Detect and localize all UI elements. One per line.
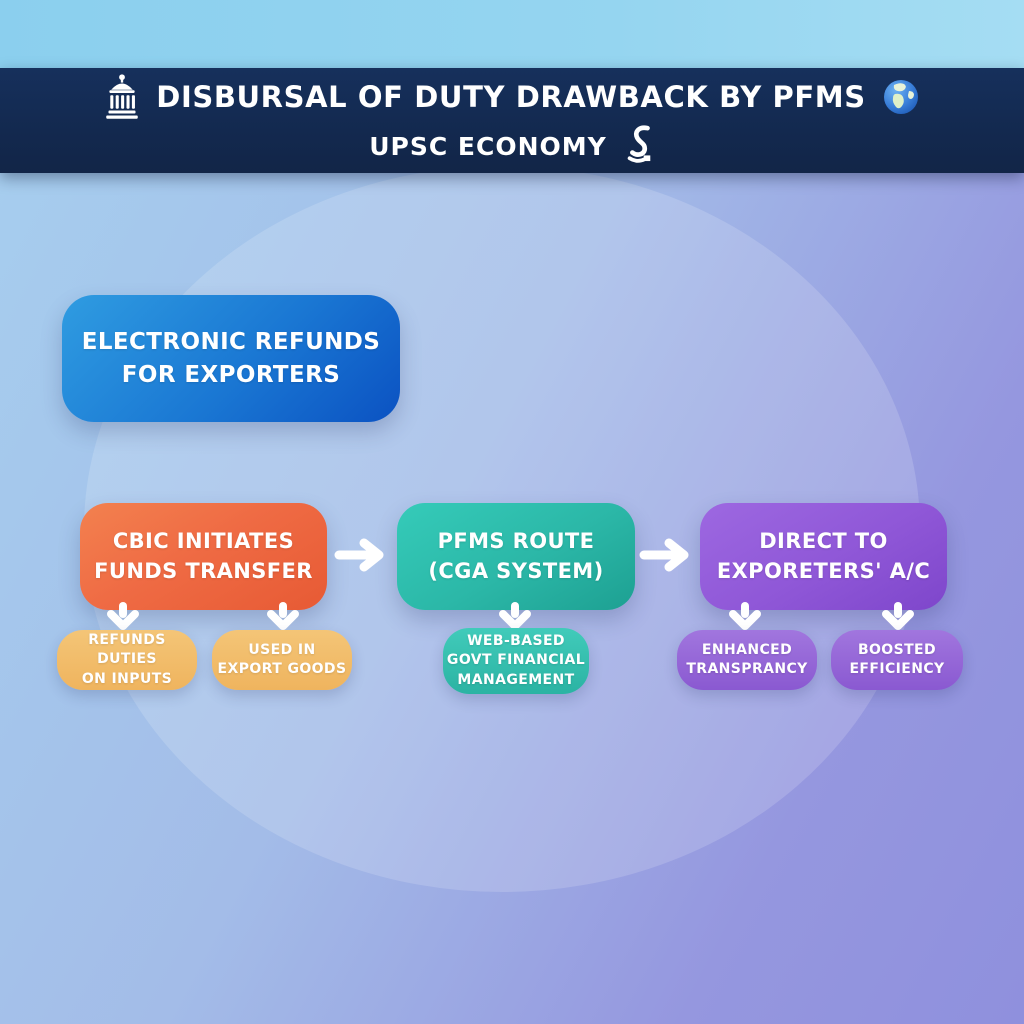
node-pfms-route: PFMS ROUTE (CGA SYSTEM) [397, 503, 635, 610]
down-arrow-icon [880, 602, 916, 634]
header-banner: DISBURSAL OF DUTY DRAWBACK BY PFMS [0, 68, 1024, 173]
chip-label: WEB-BASED GOVT FINANCIAL MANAGEMENT [446, 633, 586, 688]
bank-icon [104, 73, 140, 121]
page-subtitle: UPSC ECONOMY [369, 131, 607, 161]
chip-boosted-efficiency: BOOSTED EFFICIENCY [831, 630, 963, 690]
node-cbic-initiates-funds-transfer: CBIC INITIATES FUNDS TRANSFER [80, 503, 327, 610]
top-strip [0, 0, 1024, 68]
page-title: DISBURSAL OF DUTY DRAWBACK BY PFMS [156, 80, 866, 114]
chip-label: REFUNDS DUTIES ON INPUTS [81, 632, 173, 687]
chip-label: BOOSTED EFFICIENCY [849, 641, 945, 677]
node-label: DIRECT TO EXPORETERS' A/C [716, 528, 931, 583]
chip-web-based-govt-financial-management: WEB-BASED GOVT FINANCIAL MANAGEMENT [443, 628, 589, 694]
right-arrow-icon [639, 537, 695, 577]
header-title-row: DISBURSAL OF DUTY DRAWBACK BY PFMS [104, 73, 919, 121]
chip-enhanced-transparency: ENHANCED TRANSPRANCY [677, 630, 817, 690]
right-arrow-icon [334, 537, 390, 577]
node-label: PFMS ROUTE (CGA SYSTEM) [428, 528, 604, 583]
down-arrow-icon [105, 602, 141, 634]
header-subtitle-row: UPSC ECONOMY [369, 124, 655, 168]
node-label: CBIC INITIATES FUNDS TRANSFER [94, 528, 313, 583]
chip-label: ENHANCED TRANSPRANCY [686, 641, 808, 677]
down-arrow-icon [727, 602, 763, 634]
node-electronic-refunds: ELECTRONIC REFUNDS FOR EXPORTERS [62, 295, 400, 422]
chip-refunds-duties-on-inputs: REFUNDS DUTIES ON INPUTS [57, 630, 197, 690]
chip-used-in-export-goods: USED IN EXPORT GOODS [212, 630, 352, 690]
node-direct-to-exporters-account: DIRECT TO EXPORETERS' A/C [700, 503, 947, 610]
down-arrow-icon [265, 602, 301, 634]
chip-label: USED IN EXPORT GOODS [217, 641, 347, 677]
down-arrow-icon [497, 602, 533, 634]
globe-icon [882, 78, 920, 116]
node-label: ELECTRONIC REFUNDS FOR EXPORTERS [81, 329, 381, 388]
rupee-icon [623, 124, 655, 168]
